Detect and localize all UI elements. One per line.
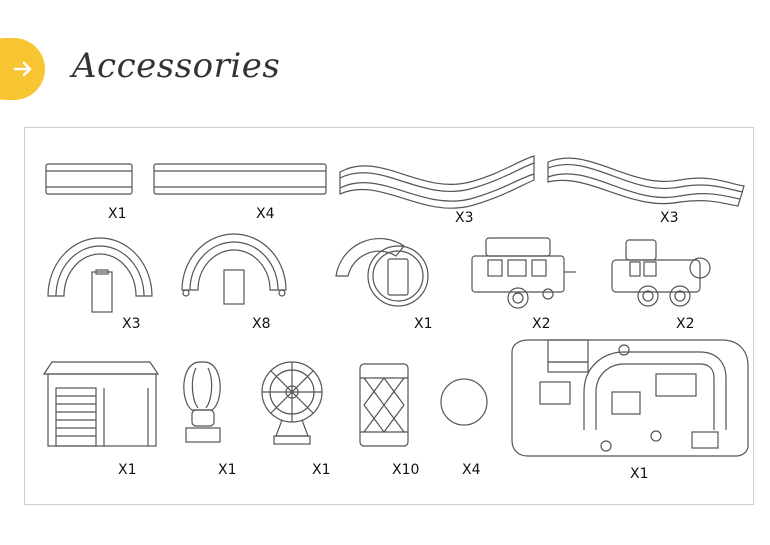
qty-playset-base: X1 (630, 466, 649, 482)
s-curve-track-b-drawing (547, 157, 745, 207)
garage-drawing (42, 361, 160, 447)
qty-arch-tunnel-a: X3 (122, 316, 141, 332)
accessories-panel (24, 127, 754, 505)
ferris-wheel-drawing (261, 361, 323, 445)
round-disc-drawing (440, 378, 488, 426)
qty-round-disc: X4 (462, 462, 481, 478)
qty-garage: X1 (118, 462, 137, 478)
s-curve-track-a-drawing (339, 155, 535, 209)
qty-arch-tunnel-b: X8 (252, 316, 271, 332)
playset-base-drawing (511, 339, 749, 457)
quilted-block-drawing (359, 363, 409, 447)
qty-s-curve-track-a: X3 (455, 210, 474, 226)
arch-with-round-door-drawing (335, 237, 429, 307)
qty-ferris-wheel: X1 (312, 462, 331, 478)
long-straight-track-drawing (153, 163, 327, 195)
train-locomotive-drawing (611, 239, 711, 307)
qty-short-straight-track: X1 (108, 206, 127, 222)
arrow-right-icon (13, 61, 32, 77)
page-title: Accessories (72, 46, 281, 86)
arch-tunnel-b-drawing (181, 233, 287, 305)
qty-arch-with-round-door: X1 (414, 316, 433, 332)
qty-s-curve-track-b: X3 (660, 210, 679, 226)
hot-air-balloon-drawing (183, 361, 221, 443)
qty-hot-air-balloon: X1 (218, 462, 237, 478)
qty-quilted-block: X10 (392, 462, 420, 478)
short-straight-track-drawing (45, 163, 133, 195)
qty-train-locomotive: X2 (676, 316, 695, 332)
qty-train-carriage: X2 (532, 316, 551, 332)
qty-long-straight-track: X4 (256, 206, 275, 222)
arch-tunnel-a-drawing (47, 237, 153, 313)
train-carriage-drawing (471, 237, 576, 309)
